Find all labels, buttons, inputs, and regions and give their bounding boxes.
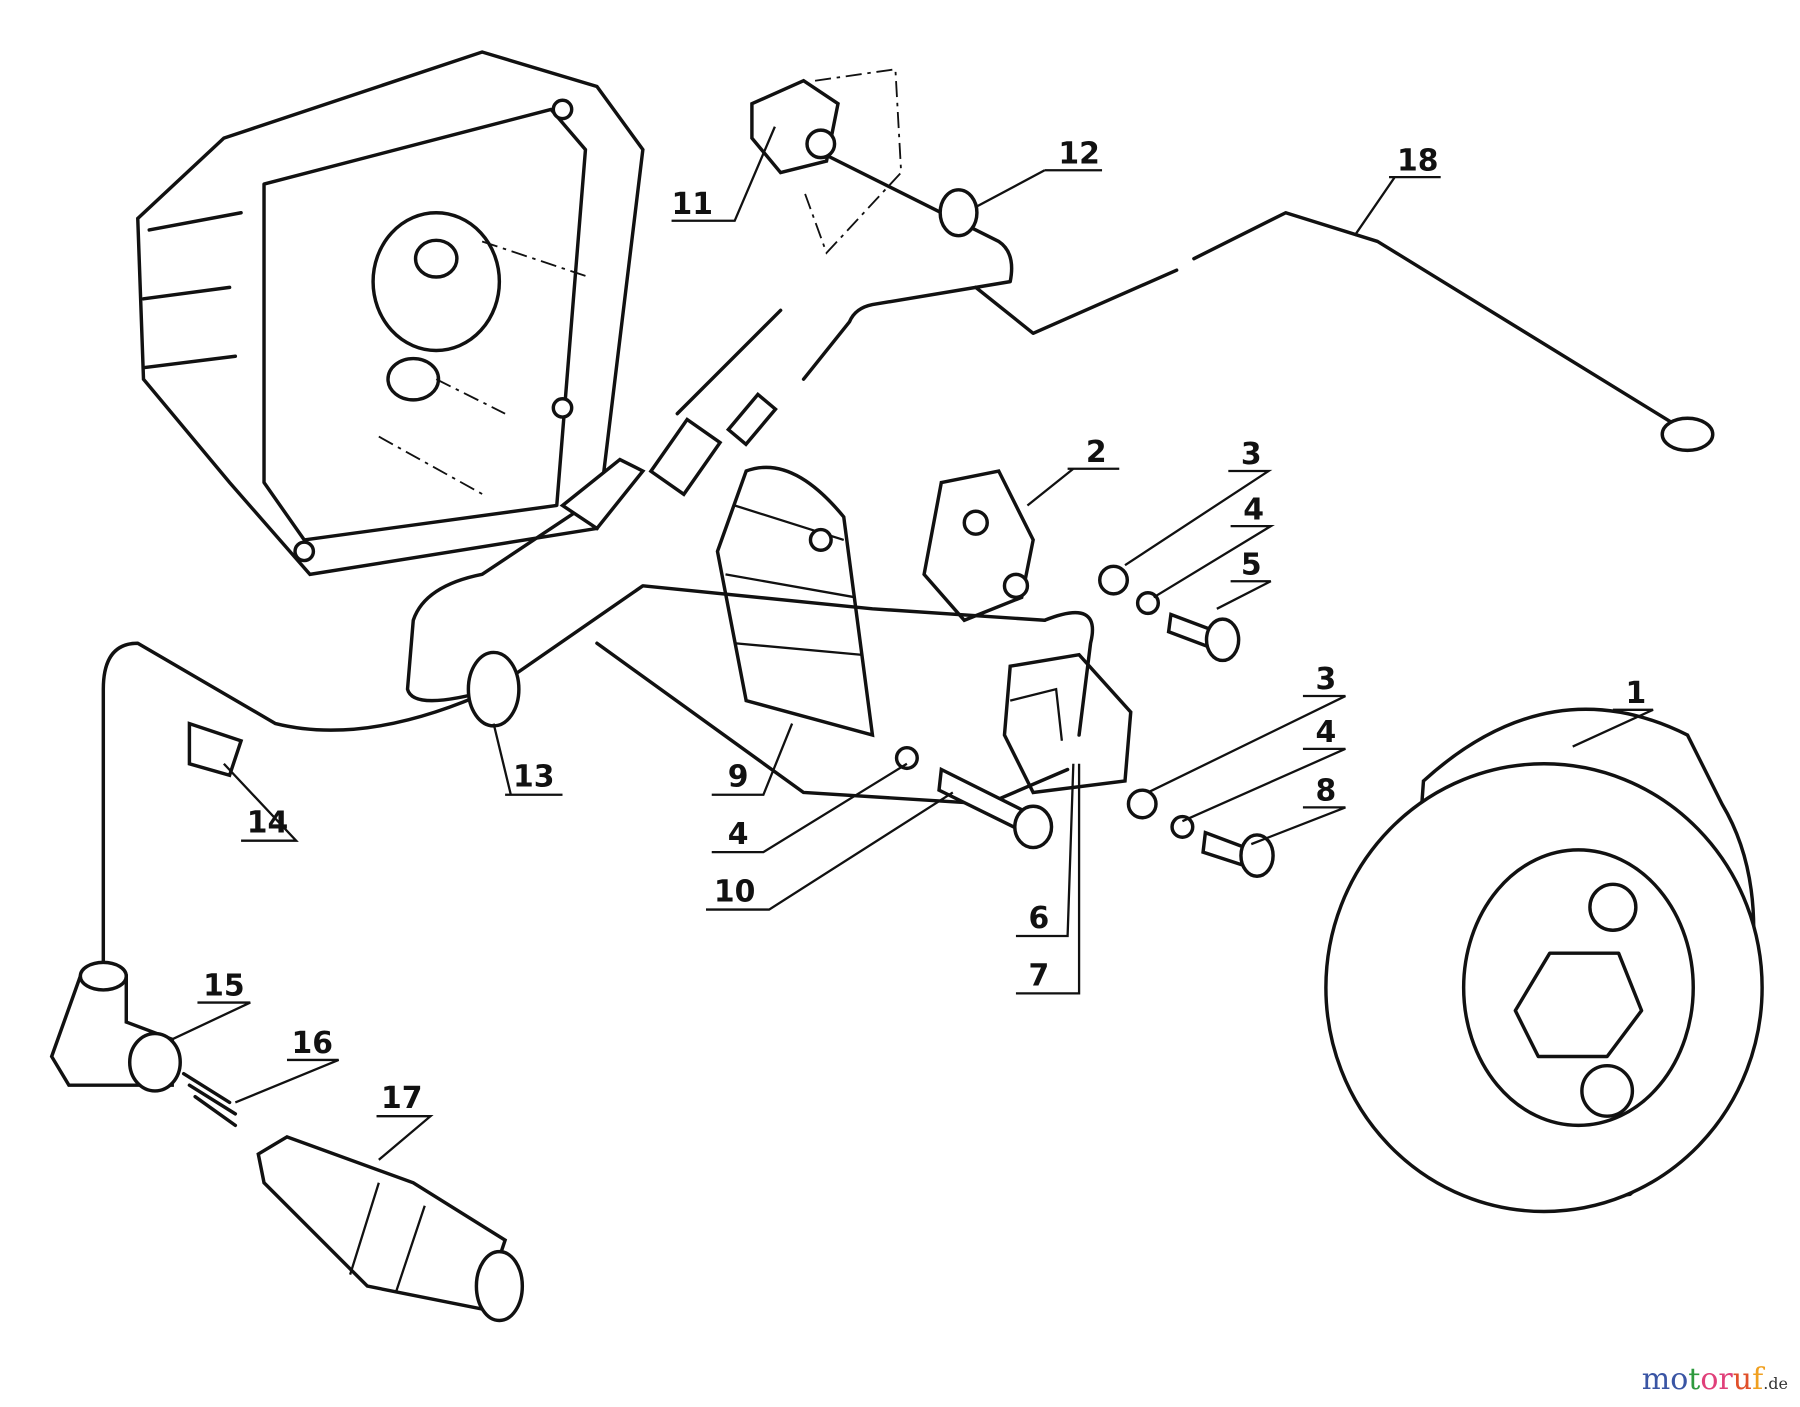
label-17: 17 — [376, 1081, 434, 1161]
watermark-letter: o — [1700, 1362, 1719, 1397]
watermark-letter: m — [1641, 1362, 1671, 1397]
label-10: 10 — [705, 791, 954, 911]
watermark-letter: t — [1688, 1362, 1701, 1397]
crankcase-housing — [136, 50, 645, 577]
watermark-letter: o — [1670, 1362, 1689, 1397]
part-number: 11 — [671, 187, 713, 222]
part-number: 3 — [1241, 437, 1262, 472]
part-number: 8 — [1316, 774, 1337, 809]
watermark-suffix: .de — [1763, 1374, 1788, 1393]
label-6: 6 — [1015, 763, 1075, 938]
screws-and-washers — [894, 564, 1275, 878]
part-number: 17 — [381, 1081, 423, 1116]
part-number: 18 — [1397, 143, 1439, 178]
part-number: 7 — [1029, 958, 1050, 993]
part-number: 5 — [1241, 547, 1262, 582]
part-number: 2 — [1086, 435, 1107, 470]
label-16: 16 — [234, 1026, 340, 1104]
label-9: 9 — [711, 723, 794, 796]
watermark-letter: r — [1718, 1362, 1733, 1397]
part-number: 16 — [291, 1026, 333, 1061]
label-11: 11 — [671, 126, 776, 222]
label-7: 7 — [1015, 763, 1081, 995]
part-number: 10 — [714, 875, 756, 910]
part-number: 4 — [1243, 492, 1264, 527]
part-number: 12 — [1058, 136, 1100, 171]
label-4-upper: 4 — [1153, 492, 1275, 599]
part-labels: 11 12 18 2 3 4 5 3 4 8 1 9 4 10 6 7 13 1… — [171, 126, 1654, 1161]
part-number: 4 — [1316, 715, 1337, 750]
watermark-letter: f — [1752, 1362, 1764, 1397]
label-14: 14 — [223, 762, 299, 842]
label-8: 8 — [1250, 774, 1346, 846]
part-number: 6 — [1029, 901, 1050, 936]
watermark-text: motoruf — [1642, 1362, 1763, 1397]
watermark-letter: u — [1732, 1362, 1753, 1397]
label-2: 2 — [1026, 435, 1120, 507]
label-3-lower: 3 — [1147, 662, 1346, 794]
part-number: 4 — [728, 817, 749, 852]
spark-plug-assembly — [49, 960, 525, 1323]
wiring-harness — [101, 136, 1715, 967]
flywheel — [1324, 707, 1764, 1214]
label-4-middle: 4 — [711, 762, 908, 854]
label-15: 15 — [171, 969, 251, 1041]
part-number: 13 — [513, 760, 555, 795]
stop-switch — [750, 68, 903, 255]
watermark-logo: motoruf.de — [1642, 1362, 1788, 1397]
part-number: 9 — [728, 760, 749, 795]
label-12: 12 — [975, 136, 1103, 209]
label-4-lower: 4 — [1181, 715, 1346, 823]
label-13: 13 — [492, 723, 563, 796]
part-number: 1 — [1625, 676, 1646, 711]
label-18: 18 — [1353, 143, 1441, 237]
label-1: 1 — [1572, 676, 1654, 748]
condenser — [1002, 652, 1133, 795]
label-3-upper: 3 — [1124, 437, 1273, 567]
part-number: 3 — [1316, 662, 1337, 697]
part-number: 15 — [203, 969, 245, 1004]
label-5: 5 — [1216, 547, 1272, 610]
contact-breaker — [922, 469, 1035, 623]
